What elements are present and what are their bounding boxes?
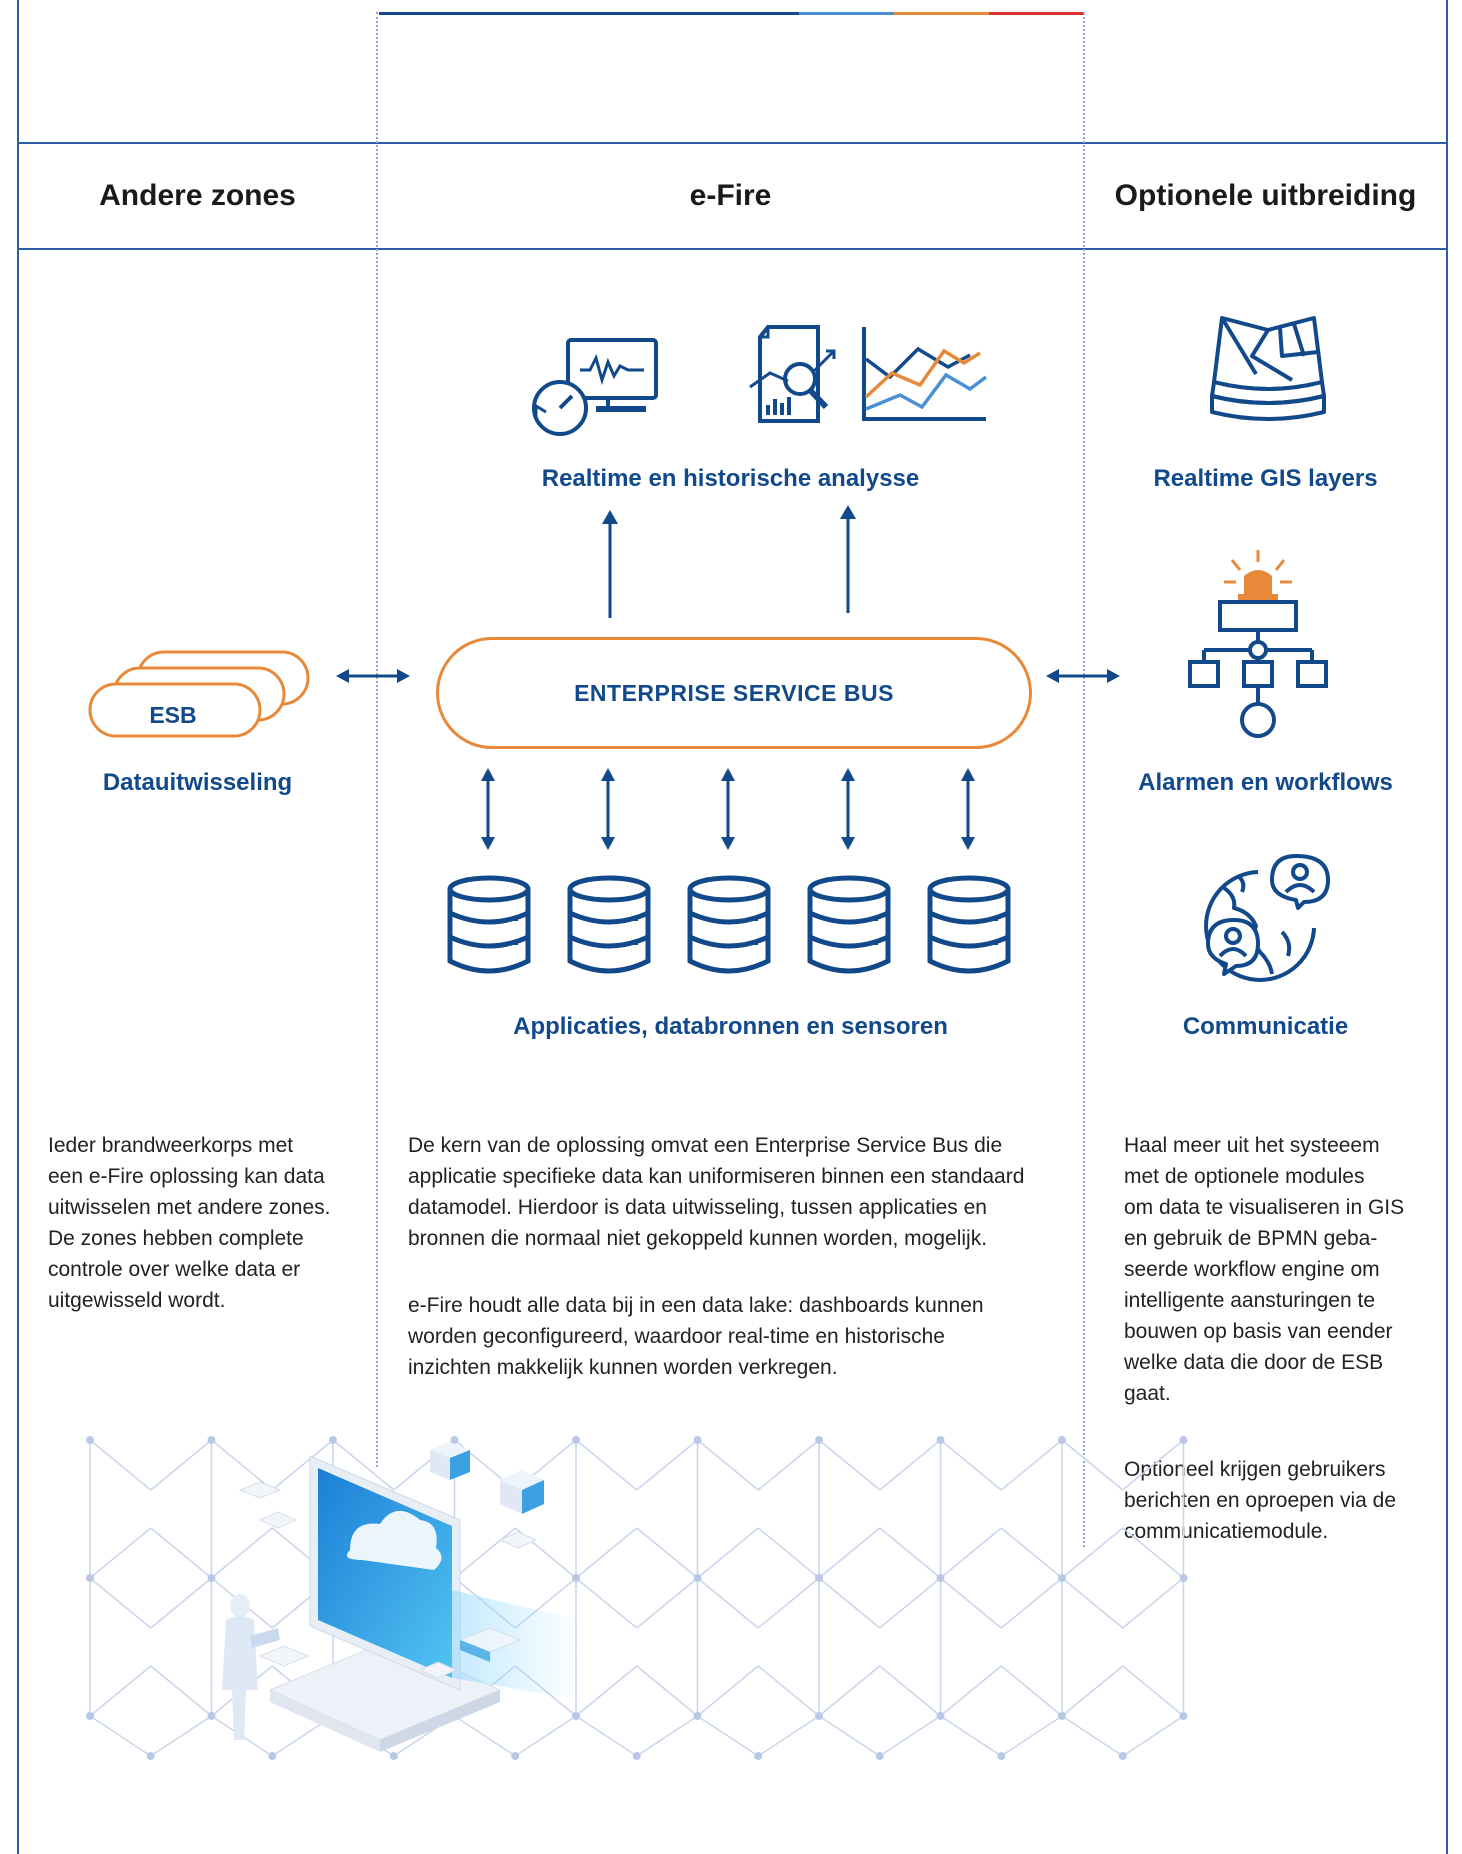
top-bar-segment-light — [799, 12, 894, 15]
analysis-label: Realtime en historische analysse — [541, 465, 920, 492]
sources-label: Applicaties, databronnen en sensoren — [513, 1013, 948, 1040]
right-description-1: Haal meer uit het systeeem met de option… — [1124, 1134, 1405, 1405]
arrow-up-left — [602, 510, 618, 618]
double-arrow-vertical-1 — [481, 768, 495, 850]
communication-label: Communicatie — [1182, 1013, 1349, 1040]
column-guide-right — [1083, 12, 1085, 1547]
database-icon — [447, 875, 531, 974]
double-arrow-vertical-4 — [841, 768, 855, 850]
top-bar-segment-dark — [379, 12, 799, 15]
frame-right-border — [1446, 0, 1448, 1854]
right-description-2: Optioneel krijgen gebruikers berichten e… — [1124, 1458, 1397, 1543]
data-exchange-label: Datauitwisseling — [102, 769, 293, 796]
column-title-center: e-Fire — [689, 179, 772, 212]
globe-communication-icon — [1204, 854, 1330, 982]
database-icon — [807, 875, 891, 974]
gis-layers-icon — [1210, 316, 1326, 421]
column-title-right: Optionele uitbreiding — [1114, 179, 1417, 212]
double-arrow-vertical-5 — [961, 768, 975, 850]
double-arrow-left — [336, 669, 410, 683]
center-description-1: De kern van de oplossing omvat een Enter… — [408, 1134, 1025, 1250]
double-arrow-right — [1046, 669, 1120, 683]
report-analysis-icon — [749, 325, 836, 423]
top-bar-segment-red — [989, 12, 1084, 15]
realtime-monitor-icon — [532, 338, 658, 436]
database-icon — [687, 875, 771, 974]
center-description-2: e-Fire houdt alle data bij in een data l… — [408, 1294, 984, 1379]
arrow-up-right — [840, 505, 856, 613]
cloud-computer-illustration — [222, 1442, 580, 1752]
line-chart-icon — [862, 327, 988, 421]
column-title-left: Andere zones — [99, 179, 296, 212]
database-icon — [567, 875, 651, 974]
esb-badge: ESB — [149, 702, 197, 728]
alarm-workflow-icon — [1188, 550, 1328, 738]
left-description: Ieder brandweerkorps met een e-Fire oplo… — [48, 1134, 331, 1312]
header-top-divider — [17, 142, 1448, 144]
gis-label: Realtime GIS layers — [1153, 465, 1378, 492]
header-bottom-divider — [17, 248, 1448, 250]
double-arrow-vertical-2 — [601, 768, 615, 850]
alarms-label: Alarmen en workflows — [1138, 769, 1393, 796]
double-arrow-vertical-3 — [721, 768, 735, 850]
top-bar-segment-orange — [894, 12, 989, 15]
column-guide-left — [376, 12, 378, 1467]
enterprise-service-bus: ENTERPRISE SERVICE BUS — [436, 637, 1032, 749]
database-icon — [927, 875, 1011, 974]
esb-stack-icon — [88, 650, 310, 738]
frame-left-border — [17, 0, 19, 1854]
